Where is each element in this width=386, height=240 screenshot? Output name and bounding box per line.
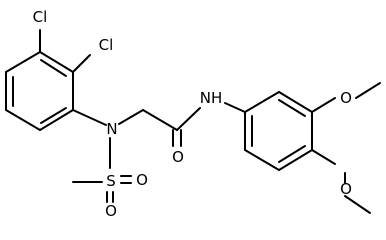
nh-ring-bond	[224, 102, 246, 113]
ch2-carbonyl-bond	[142, 109, 178, 131]
carbonyl-double-bond	[172, 129, 182, 147]
n-ch2-bond	[118, 109, 144, 125]
c-cl-bond-mid	[72, 54, 91, 73]
ring-o-bond-bottom	[311, 149, 336, 165]
atom-label-o-sulfonyl-bottom: O	[105, 202, 117, 220]
atom-label-cl-mid: Cl	[99, 36, 114, 54]
s-o-double-bond-bottom	[106, 191, 114, 203]
atom-label-cl-top: Cl	[33, 8, 48, 26]
s-o-double-bond-right	[120, 175, 132, 184]
atom-label-o-methoxy-top: O	[340, 89, 352, 107]
o-methyl-bond-bottom	[344, 195, 371, 214]
dimethoxyphenyl-ring	[244, 91, 313, 171]
atom-label-nh: NH	[200, 89, 223, 107]
atom-label-o-sulfonyl-right: O	[136, 171, 148, 189]
ring-o-bond-top	[311, 97, 336, 113]
carbonyl-nh-bond	[176, 107, 201, 131]
atom-label-o-carbonyl: O	[172, 148, 184, 166]
atom-label-n-sulfonyl: N	[106, 120, 117, 138]
atom-label-o-methoxy-bottom: O	[340, 180, 352, 198]
atom-label-s: S	[106, 172, 116, 190]
ring-n-bond	[72, 109, 107, 126]
dichlorophenyl-ring	[5, 51, 74, 131]
chemical-structure-diagram: Cl Cl N S O O NH O O O	[5, 8, 381, 220]
o-methyl-bond-top	[355, 82, 381, 99]
